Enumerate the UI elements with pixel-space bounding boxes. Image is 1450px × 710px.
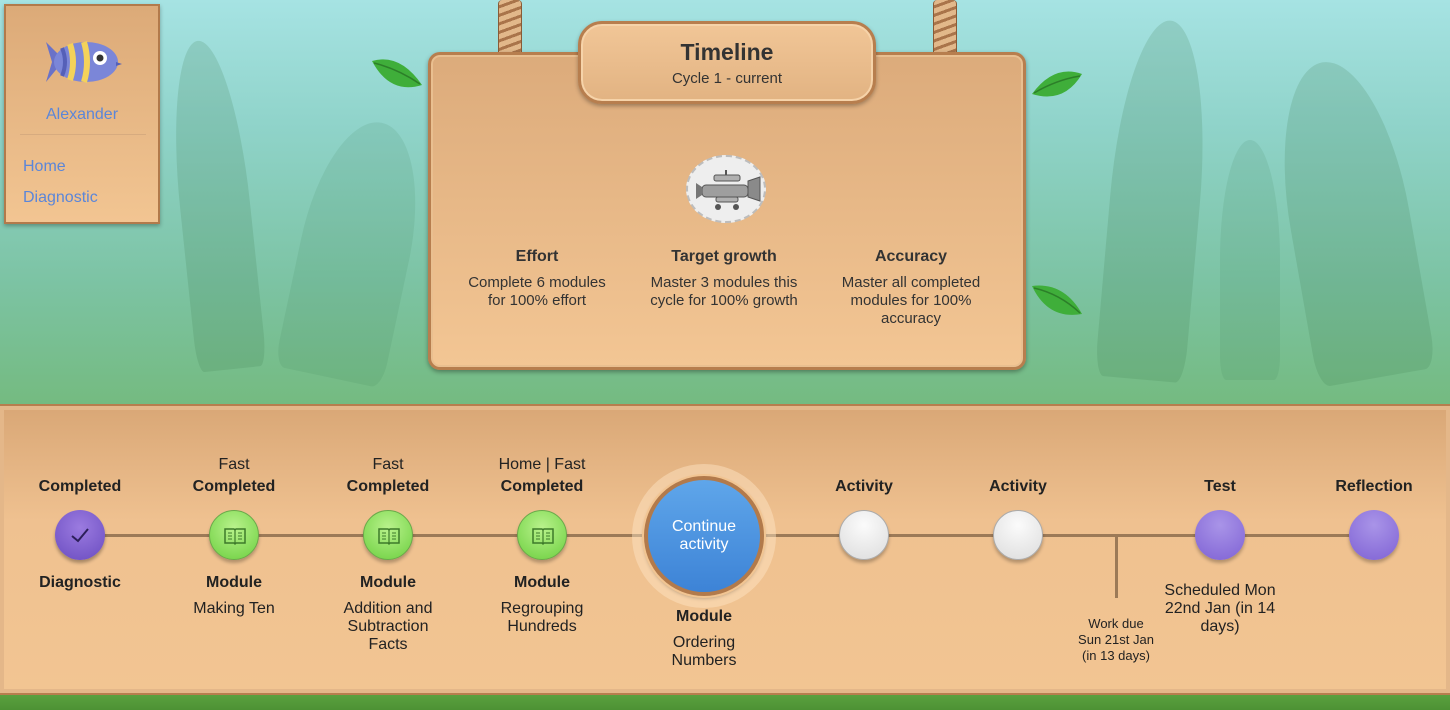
step-status: Completed (500, 478, 584, 495)
step-status: Completed (346, 478, 430, 495)
background-plant (162, 37, 268, 373)
rope (498, 0, 522, 56)
goal-title: Effort (515, 248, 559, 265)
goal-effort: Effort Complete 6 modules for 100% effor… (462, 248, 612, 310)
work-due-label: Work due Sun 21st Jan (in 13 days) (1078, 616, 1154, 663)
book-icon (378, 528, 400, 546)
background-plant (1094, 16, 1216, 384)
step-tag: Fast (218, 456, 250, 473)
step-type: Module (206, 574, 262, 591)
step-tag: Fast (372, 456, 404, 473)
nav-link-home[interactable]: Home (23, 158, 66, 175)
leaf-icon (1032, 71, 1082, 97)
step-node-activity[interactable] (839, 510, 889, 560)
goal-description: Master all completed modules for 100% ac… (841, 274, 981, 327)
step-status: Activity (989, 478, 1047, 495)
step-node-activity[interactable] (993, 510, 1043, 560)
test-schedule: Scheduled Mon 22nd Jan (in 14 days) (1164, 582, 1276, 635)
user-name: Alexander (45, 106, 119, 123)
rope (933, 0, 957, 56)
divider (20, 134, 146, 135)
step-detail: Addition and Subtraction Facts (343, 600, 433, 653)
airplane-icon (696, 170, 761, 210)
step-detail: Regrouping Hundreds (500, 600, 584, 635)
nav-link-diagnostic[interactable]: Diagnostic (23, 189, 98, 206)
step-status: Completed (38, 478, 122, 495)
step-status: Reflection (1335, 478, 1413, 495)
step-type: Module (676, 608, 732, 625)
step-status: Activity (835, 478, 893, 495)
step-tag: Home | Fast (498, 456, 586, 473)
step-node-module[interactable] (209, 510, 259, 560)
step-status: Completed (192, 478, 276, 495)
step-type: Module (360, 574, 416, 591)
goal-title: Target growth (671, 248, 777, 265)
ground-strip (0, 695, 1450, 710)
step-node-reflection[interactable] (1349, 510, 1399, 560)
timeline-title: Timeline (680, 39, 774, 65)
step-detail: Making Ten (193, 600, 275, 617)
step-node-module[interactable] (363, 510, 413, 560)
continue-activity-button[interactable]: Continue activity (644, 476, 764, 596)
goal-description: Master 3 modules this cycle for 100% gro… (650, 274, 798, 309)
step-node-module[interactable] (517, 510, 567, 560)
step-type: Module (514, 574, 570, 591)
badge (686, 155, 766, 223)
timeline-header: Timeline Cycle 1 - current (578, 21, 876, 104)
checkmark-icon (71, 528, 89, 543)
work-due-marker (1115, 536, 1118, 598)
leaf-icon (372, 59, 422, 88)
step-detail: Ordering Numbers (671, 634, 737, 669)
leaf-icon (1032, 285, 1082, 315)
step-node-test[interactable] (1195, 510, 1245, 560)
goal-description: Complete 6 modules for 100% effort (468, 274, 606, 309)
background-plant (1220, 140, 1280, 380)
continue-activity-label: Continue activity (671, 518, 737, 553)
fish-avatar-icon (46, 41, 122, 83)
step-node-diagnostic[interactable] (55, 510, 105, 560)
step-status: Test (1204, 478, 1236, 495)
book-icon (224, 528, 246, 546)
background-plant (274, 111, 436, 389)
profile-card: Alexander Home Diagnostic (4, 4, 160, 224)
background-plant (1263, 52, 1437, 388)
book-icon (532, 528, 554, 546)
timeline-subtitle: Cycle 1 - current (671, 70, 783, 87)
goal-accuracy: Accuracy Master all completed modules fo… (836, 248, 986, 328)
goal-title: Accuracy (874, 248, 948, 265)
step-type: Diagnostic (39, 574, 121, 591)
goal-target-growth: Target growth Master 3 modules this cycl… (649, 248, 799, 310)
